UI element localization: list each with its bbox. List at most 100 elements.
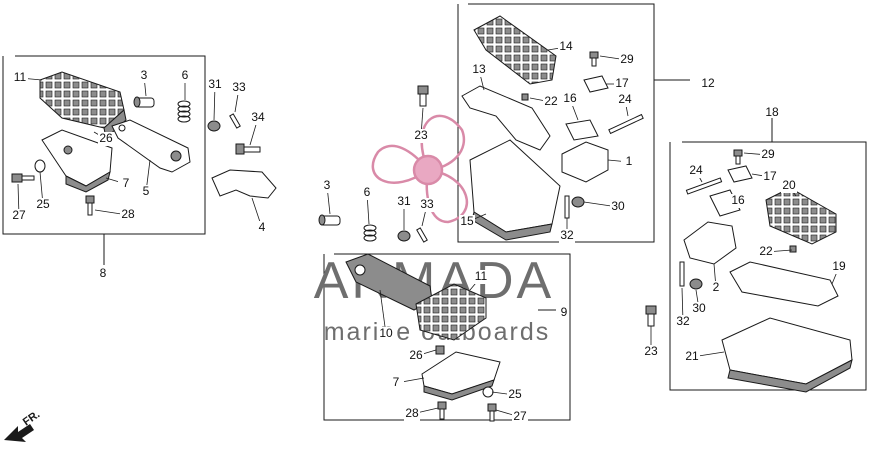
callout-g-left-4: 4 <box>259 220 266 234</box>
callout-g-right-19: 19 <box>832 259 846 273</box>
group-label-12: 12 <box>701 76 715 90</box>
callout-background <box>138 185 154 199</box>
callout-background <box>419 198 435 212</box>
collar-26-center <box>435 345 445 355</box>
callout-background <box>98 132 114 146</box>
callout-g-right-20: 20 <box>782 178 796 192</box>
washer-30-right <box>689 278 703 290</box>
callout-background <box>378 327 394 341</box>
callout-background <box>559 229 575 243</box>
callout-background <box>684 350 700 364</box>
washer-30-top <box>571 196 585 208</box>
callout-g-top-right-1: 1 <box>626 154 633 168</box>
direction-arrow: FR. <box>4 408 42 442</box>
callout-background <box>507 388 523 402</box>
screw-22-top <box>521 93 529 101</box>
cotter-pin-left <box>229 113 241 129</box>
footpeg-bracket-center <box>421 351 501 401</box>
callout-g-left-11: 11 <box>14 70 27 84</box>
callout-g-top-right-14: 14 <box>559 39 573 53</box>
cotter-pin-center <box>416 227 428 243</box>
callout-g-top-right-30: 30 <box>611 199 625 213</box>
callout-g-top-right-32: 32 <box>560 228 574 242</box>
callout-background <box>388 376 404 390</box>
callout-g-left-33: 33 <box>232 80 246 94</box>
callout-background <box>231 81 247 95</box>
callout-g-left-7: 7 <box>123 176 130 190</box>
callout-background <box>730 194 746 208</box>
callout-background <box>614 77 630 91</box>
callout-g-right-23: 23 <box>644 344 658 358</box>
group-outlines <box>2 3 867 421</box>
collar-left <box>34 159 46 173</box>
callout-background <box>207 78 223 92</box>
callout-g-left-25: 25 <box>36 197 50 211</box>
callout-g-left-6: 6 <box>182 68 189 82</box>
callout-background <box>708 281 724 295</box>
bolt-23-upper <box>417 85 429 107</box>
callout-g-right-32: 32 <box>676 314 690 328</box>
callout-background <box>543 95 559 109</box>
pin-center <box>318 214 341 226</box>
callout-background <box>471 63 487 77</box>
bolt-27-left <box>11 173 35 183</box>
cover-15 <box>469 139 561 241</box>
callout-g-top-right-17: 17 <box>615 76 629 90</box>
callout-background <box>359 186 375 200</box>
callout-background <box>675 315 691 329</box>
footpeg-bracket-left <box>41 129 113 193</box>
callout-background <box>136 69 152 83</box>
callout-g-left-5: 5 <box>143 184 150 198</box>
group-8-parts <box>11 71 277 216</box>
callout-background <box>619 53 635 67</box>
callout-g-left-34: 34 <box>251 110 265 124</box>
footpeg-bar-left <box>111 119 191 173</box>
callout-g-top-right-15: 15 <box>460 214 474 228</box>
callout-background <box>254 221 270 235</box>
callout-g-top-right-24: 24 <box>618 92 632 106</box>
callout-g-top-right-23: 23 <box>414 128 428 142</box>
callout-background <box>11 209 27 223</box>
bolt-29-right <box>733 149 743 165</box>
footpeg-rubber-center <box>415 283 487 341</box>
group-18-parts <box>645 149 853 393</box>
callout-background <box>831 260 847 274</box>
footpeg-rubber-right <box>765 187 837 245</box>
group-9-outline <box>323 253 571 421</box>
group-8-outline <box>2 55 206 235</box>
callout-g-center-7: 7 <box>393 375 400 389</box>
callout-g-center-3: 3 <box>324 178 331 192</box>
hinge-bracket-1 <box>561 141 609 183</box>
callout-background <box>562 92 578 106</box>
footpeg-rubber-top-right <box>473 15 557 85</box>
callout-background <box>319 179 335 193</box>
callout-g-right-16: 16 <box>731 193 745 207</box>
callout-g-left-28: 28 <box>121 207 135 221</box>
group-label-9: 9 <box>561 305 568 319</box>
plate-13 <box>461 85 551 151</box>
bolt-23-right <box>645 305 657 327</box>
callout-background <box>12 71 28 85</box>
callout-background <box>688 164 704 178</box>
callout-g-right-30: 30 <box>692 301 706 315</box>
collar-25-center <box>482 386 494 398</box>
callout-background <box>691 302 707 316</box>
callout-background <box>758 245 774 259</box>
callout-background <box>250 111 266 125</box>
callout-g-center-31: 31 <box>397 194 411 208</box>
callout-g-center-26: 26 <box>409 348 423 362</box>
bolt-29-top-right <box>589 51 599 67</box>
bolt-24-right <box>685 177 723 195</box>
bolt-28-center <box>437 401 447 420</box>
washer-left <box>207 120 221 132</box>
callout-background <box>781 179 797 193</box>
callout-background <box>396 195 412 209</box>
bolt-27-center <box>487 403 497 422</box>
callout-g-left-27: 27 <box>12 208 26 222</box>
callout-g-top-right-16: 16 <box>563 91 577 105</box>
callout-g-center-25: 25 <box>508 387 522 401</box>
propeller-logo <box>371 114 468 224</box>
callout-background <box>621 155 637 169</box>
group-12-outline <box>457 3 655 243</box>
